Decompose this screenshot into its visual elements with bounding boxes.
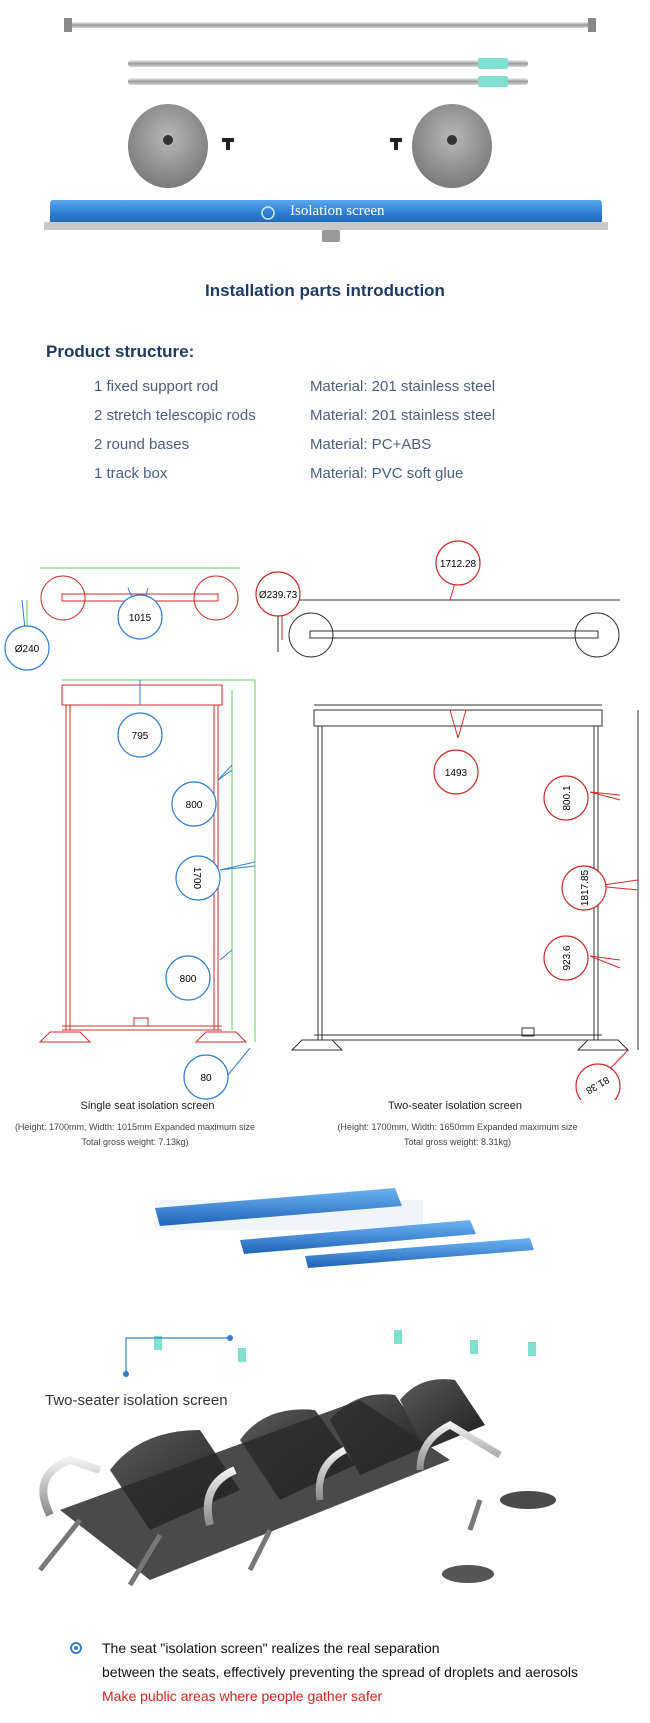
rod-end-left (64, 18, 72, 32)
dim-bubble (575, 1063, 621, 1100)
dim-single-top-width: 1015 (129, 613, 152, 624)
double-top-view (277, 599, 620, 658)
structure-part: 1 fixed support rod (94, 378, 219, 395)
parts-illustration: Isolation screen (0, 0, 650, 260)
dim-bubble (117, 712, 163, 758)
screen-bar (240, 1220, 476, 1254)
dim-bubble (561, 865, 607, 911)
dim-double-lower: 923.6 (562, 945, 573, 970)
drawings-svg: 1015 Ø240 Ø239.73 1712.28 795 800 1700 8… (4, 540, 639, 1100)
track-box-label: Isolation screen (290, 203, 385, 219)
dim-bubble (435, 540, 481, 586)
parts-title: Installation parts introduction (205, 281, 445, 300)
round-base-left (128, 104, 208, 188)
dim-single-lower: 800 (180, 974, 197, 985)
double-sub-1: (Height: 1700mm, Width: 1650mm Expanded … (337, 1122, 578, 1132)
structure-heading: Product structure: (46, 342, 195, 361)
structure-part: 2 round bases (94, 436, 190, 453)
dim-single-inner-width: 795 (132, 731, 149, 742)
double-caption: Two-seater isolation screen (388, 1100, 522, 1112)
rod-end-right (588, 18, 596, 32)
dim-bubble (175, 855, 221, 901)
dim-bubble (4, 625, 50, 671)
single-sub-1: (Height: 1700mm, Width: 1015mm Expanded … (14, 1122, 256, 1132)
bottom-line-1: The seat "isolation screen" realizes the… (102, 1640, 440, 1656)
waiting-chairs (38, 1379, 502, 1587)
dim-bubble (543, 775, 589, 821)
single-sub-2: Total gross weight: 7.13kg) (81, 1137, 189, 1147)
dim-bubble (255, 571, 301, 617)
rod-joint-2 (478, 76, 508, 87)
dim-bubble (171, 781, 217, 827)
photo-svg (38, 1188, 556, 1587)
structure-part: 1 track box (94, 465, 168, 482)
product-photo: Two-seater isolation screen (0, 1170, 650, 1600)
dim-single-upper: 800 (186, 800, 203, 811)
screen-bar (155, 1188, 402, 1226)
dim-single-base-dia: Ø240 (15, 644, 40, 655)
dim-single-foot: 80 (200, 1073, 212, 1084)
structure-part: 2 stretch telescopic rods (94, 407, 256, 424)
screen-bar (305, 1238, 534, 1268)
track-box (50, 200, 602, 228)
dim-bubble (433, 749, 479, 795)
structure-material: Material: 201 stainless steel (310, 378, 496, 395)
dim-bubble (183, 1054, 229, 1100)
dim-double-inner-width: 1493 (445, 768, 468, 779)
double-sub-2: Total gross weight: 8.31kg) (403, 1137, 512, 1147)
dim-bubble (543, 935, 589, 981)
parts-svg (44, 18, 608, 242)
round-base-right (412, 104, 492, 188)
dim-double-height: 1817.85 (580, 869, 591, 906)
dim-single-height: 1700 (191, 867, 202, 890)
shield-logo-icon (261, 206, 275, 220)
structure-material: Material: PC+ABS (310, 436, 432, 453)
structure-material: Material: PVC soft glue (310, 465, 464, 482)
dim-double-top-width: 1712.28 (440, 559, 477, 570)
telescopic-rod-1 (128, 60, 528, 67)
dim-bubble (165, 955, 211, 1001)
photo-label: Two-seater isolation screen (45, 1392, 228, 1409)
single-caption: Single seat isolation screen (80, 1100, 215, 1112)
dim-double-upper: 800.1 (562, 785, 573, 810)
bottom-line-3: Make public areas where people gather sa… (102, 1688, 383, 1704)
bottom-line-2: between the seats, effectively preventin… (102, 1664, 579, 1680)
technical-drawings: 1015 Ø240 Ø239.73 1712.28 795 800 1700 8… (0, 530, 650, 1100)
telescopic-rod-2 (128, 78, 528, 85)
dim-bubble (117, 594, 163, 640)
target-circle-icon (70, 1642, 82, 1654)
dim-double-base-dia: Ø239.73 (259, 590, 298, 601)
fixed-rod (70, 22, 590, 28)
rod-joint-1 (478, 58, 508, 69)
structure-material: Material: 201 stainless steel (310, 407, 496, 424)
